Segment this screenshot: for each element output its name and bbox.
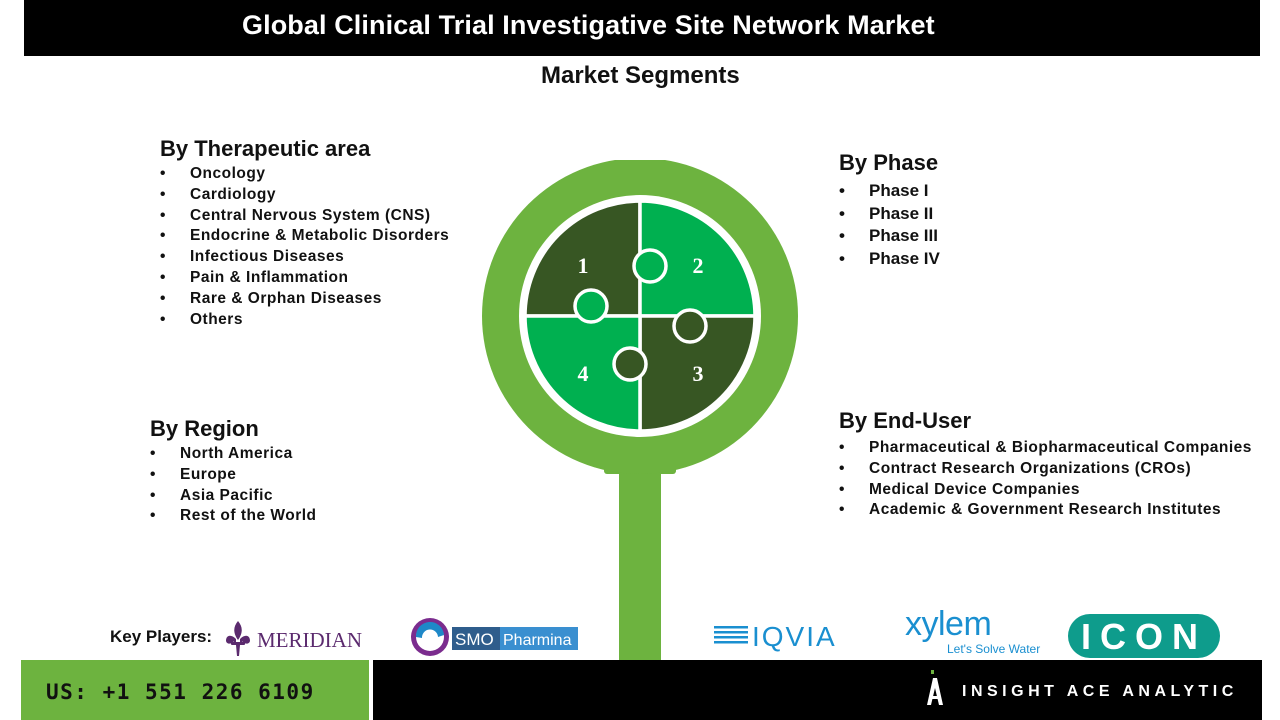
list-item: Asia Pacific — [150, 486, 317, 507]
puzzle-knob — [612, 346, 648, 382]
smo-wordmark: SMO — [455, 630, 494, 649]
puzzle-piece-1 — [523, 199, 642, 318]
puzzle-knob — [573, 288, 609, 324]
list-item: Phase IV — [839, 248, 940, 271]
puzzle-number-3: 3 — [693, 361, 704, 386]
puzzle-number-2: 2 — [693, 253, 704, 278]
puzzle-piece-2 — [638, 199, 757, 318]
meridian-wordmark: MERIDIAN — [257, 628, 362, 652]
phone-number: US: +1 551 226 6109 — [46, 680, 315, 704]
puzzle-piece-4 — [523, 314, 642, 433]
segment-heading: By Region — [150, 416, 259, 441]
xylem-tagline: Let's Solve Water — [947, 642, 1041, 656]
list-item: Europe — [150, 465, 317, 486]
list-item: Phase II — [839, 203, 940, 226]
list-item: Infectious Diseases — [160, 247, 449, 268]
list-item: Rest of the World — [150, 506, 317, 527]
list-item: Oncology — [160, 164, 449, 185]
segment-phase: By Phase Phase I Phase II Phase III Phas… — [839, 150, 940, 270]
segment-heading: By Phase — [839, 150, 939, 175]
title-bar: Global Clinical Trial Investigative Site… — [24, 0, 1260, 56]
list-item: Contract Research Organizations (CROs) — [839, 459, 1252, 480]
list-item: Phase I — [839, 180, 940, 203]
list-item: North America — [150, 444, 317, 465]
list-item: Endocrine & Metabolic Disorders — [160, 226, 449, 247]
list-item: Rare & Orphan Diseases — [160, 289, 449, 310]
swirl-icon — [411, 618, 449, 656]
list-item: Central Nervous System (CNS) — [160, 206, 449, 227]
list-item: Pharmaceutical & Biopharmaceutical Compa… — [839, 438, 1252, 459]
footer-brand-bar — [373, 660, 1262, 720]
meridian-logo: MERIDIAN — [226, 621, 362, 656]
icon-logo: ICON — [1068, 614, 1220, 658]
puzzle-knob — [632, 248, 668, 284]
xylem-wordmark: xylem — [905, 605, 992, 643]
segment-heading: By End-User — [839, 408, 972, 433]
list-item: Medical Device Companies — [839, 480, 1252, 501]
list-item: Cardiology — [160, 185, 449, 206]
xylem-logo: xylem Let's Solve Water — [905, 606, 1040, 656]
brand-name: INSIGHT ACE ANALYTIC — [962, 683, 1238, 700]
puzzle-knob — [672, 308, 708, 344]
icon-wordmark: ICON — [1081, 616, 1207, 657]
list-item: Academic & Government Research Institute… — [839, 500, 1252, 521]
puzzle-piece-3 — [638, 314, 757, 433]
iqvia-logo: IQVIA — [714, 621, 837, 652]
subtitle: Market Segments — [541, 62, 740, 89]
pharmina-wordmark: Pharmina — [503, 632, 572, 649]
smo-pharmina-logo: SMO Pharmina — [411, 618, 578, 656]
list-item: Phase III — [839, 225, 940, 248]
puzzle-number-4: 4 — [578, 361, 589, 386]
magnifier-puzzle-graphic: 1 2 3 4 — [482, 160, 798, 661]
segment-end-user: By End-User Pharmaceutical & Biopharmace… — [839, 408, 1252, 521]
segment-region: By Region North America Europe Asia Paci… — [150, 416, 317, 527]
list-item: Others — [160, 310, 449, 331]
insight-ace-logo-icon — [927, 670, 943, 705]
segment-heading: By Therapeutic area — [160, 136, 371, 161]
iqvia-wordmark: IQVIA — [752, 621, 837, 652]
key-players-label: Key Players: — [110, 627, 213, 646]
puzzle-number-1: 1 — [578, 253, 589, 278]
footer-contact-bar: US: +1 551 226 6109 — [21, 660, 369, 720]
magnifier-handle — [619, 455, 661, 661]
segment-therapeutic-area: By Therapeutic area Oncology Cardiology … — [160, 136, 449, 330]
list-item: Pain & Inflammation — [160, 268, 449, 289]
stripes-icon — [714, 626, 748, 644]
fleur-de-lis-icon — [226, 621, 250, 656]
page-title: Global Clinical Trial Investigative Site… — [242, 10, 935, 40]
